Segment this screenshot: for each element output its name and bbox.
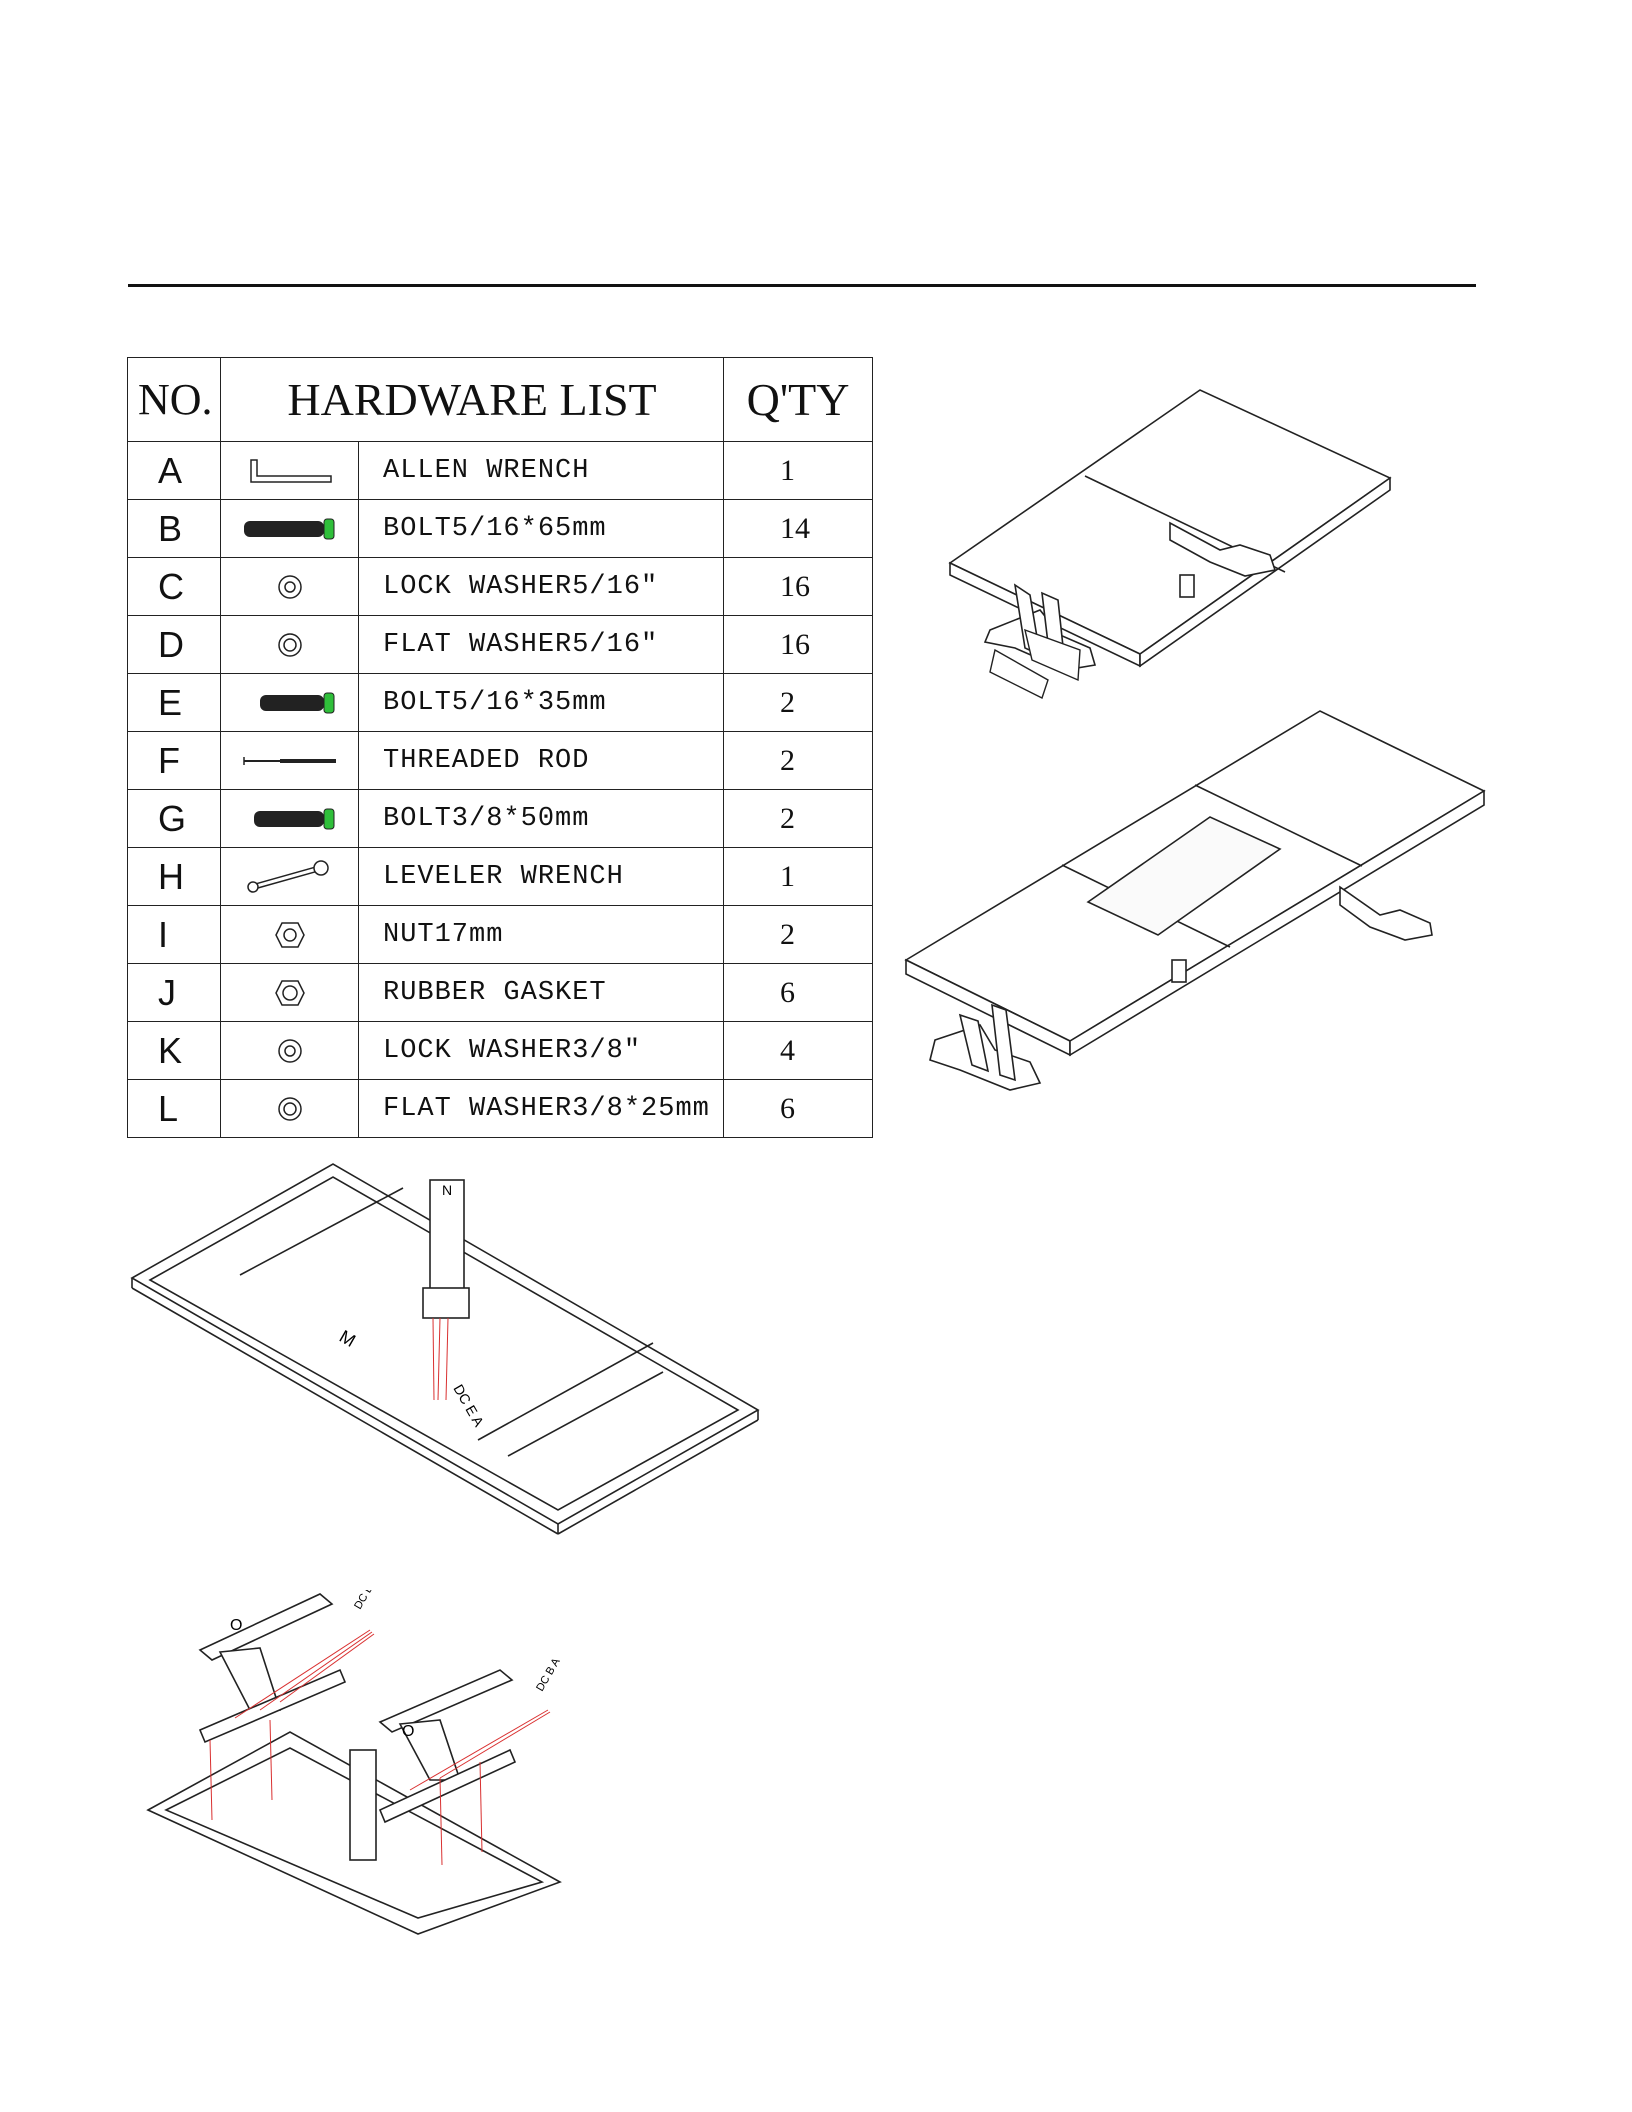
rubber-gasket-icon <box>220 963 359 1022</box>
bolt-icon <box>220 789 359 848</box>
header-qty: Q'TY <box>723 357 874 442</box>
row-quantity: 14 <box>723 499 874 558</box>
table-header-row: NO. HARDWARE LIST Q'TY <box>127 357 874 442</box>
row-description: ALLEN WRENCH <box>357 441 725 500</box>
lock-washer-icon <box>220 557 359 616</box>
row-quantity: 2 <box>723 789 874 848</box>
row-letter: L <box>127 1079 221 1138</box>
step2-legs-figure: O O DC B A DC B A <box>146 1590 563 1935</box>
header-no: NO. <box>127 357 221 442</box>
long-bolt-icon <box>220 499 359 558</box>
step2-hardware-right: DC B A <box>534 1656 563 1694</box>
row-letter: I <box>127 905 221 964</box>
step2-hardware-left: DC B A <box>352 1590 381 1612</box>
row-letter: H <box>127 847 221 906</box>
lock-washer-icon <box>220 1021 359 1080</box>
row-description: BOLT5/16*35mm <box>357 673 725 732</box>
row-letter: A <box>127 441 221 500</box>
table-row: K LOCK WASHER3/8"4 <box>127 1021 874 1080</box>
flat-washer-icon <box>220 1079 359 1138</box>
row-letter: D <box>127 615 221 674</box>
header-rule <box>128 284 1476 287</box>
row-letter: K <box>127 1021 221 1080</box>
row-quantity: 1 <box>723 847 874 906</box>
row-letter: F <box>127 731 221 790</box>
row-quantity: 4 <box>723 1021 874 1080</box>
row-description: FLAT WASHER5/16" <box>357 615 725 674</box>
row-letter: G <box>127 789 221 848</box>
row-description: RUBBER GASKET <box>357 963 725 1022</box>
row-description: BOLT3/8*50mm <box>357 789 725 848</box>
row-quantity: 16 <box>723 615 874 674</box>
closed-table-figure <box>948 389 1392 699</box>
hex-nut-icon <box>220 905 359 964</box>
row-letter: E <box>127 673 221 732</box>
step2-part-o-left: O <box>230 1617 242 1634</box>
row-description: LOCK WASHER5/16" <box>357 557 725 616</box>
row-description: LEVELER WRENCH <box>357 847 725 906</box>
row-letter: C <box>127 557 221 616</box>
flat-washer-icon <box>220 615 359 674</box>
row-quantity: 2 <box>723 731 874 790</box>
row-description: NUT17mm <box>357 905 725 964</box>
row-quantity: 2 <box>723 673 874 732</box>
row-quantity: 2 <box>723 905 874 964</box>
threaded-rod-icon <box>220 731 359 790</box>
short-bolt-icon <box>220 673 359 732</box>
table-row: C LOCK WASHER5/16"16 <box>127 557 874 616</box>
row-quantity: 6 <box>723 963 874 1022</box>
leveler-wrench-icon <box>220 847 359 906</box>
row-quantity: 1 <box>723 441 874 500</box>
row-description: BOLT5/16*65mm <box>357 499 725 558</box>
extended-table-figure <box>904 710 1486 1091</box>
header-hardware-list: HARDWARE LIST <box>219 357 725 442</box>
row-quantity: 6 <box>723 1079 874 1138</box>
allen-wrench-icon <box>220 441 359 500</box>
row-letter: J <box>127 963 221 1022</box>
step2-part-o-right: O <box>402 1723 414 1740</box>
row-description: LOCK WASHER3/8" <box>357 1021 725 1080</box>
table-row: D FLAT WASHER5/16"16 <box>127 615 874 674</box>
part-n-label: N <box>442 1182 452 1198</box>
row-description: FLAT WASHER3/8*25mm <box>357 1079 725 1138</box>
row-quantity: 16 <box>723 557 874 616</box>
step1-underside-figure: M N DC E A <box>130 1163 760 1535</box>
row-description: THREADED ROD <box>357 731 725 790</box>
row-letter: B <box>127 499 221 558</box>
